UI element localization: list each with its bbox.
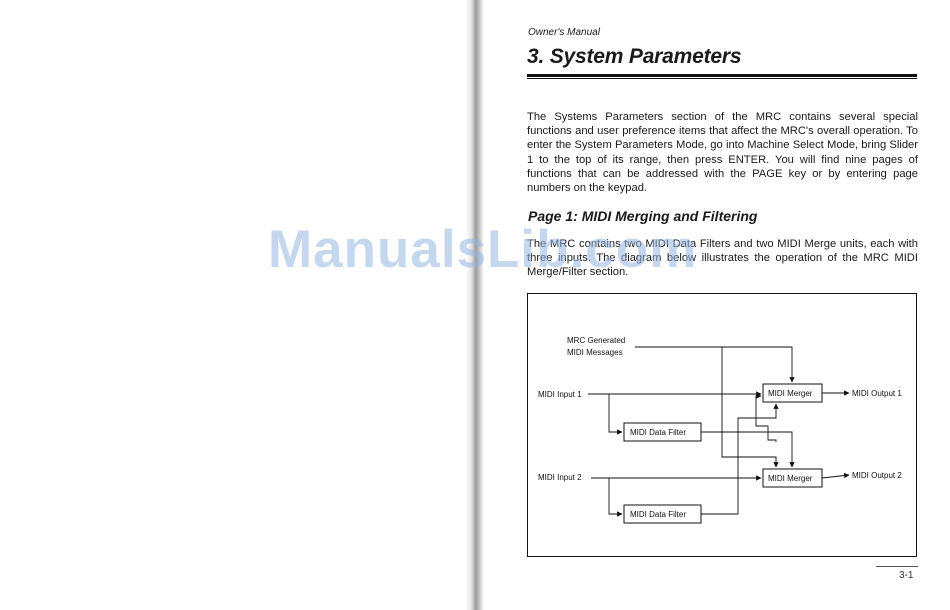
source-label-line1: MRC Generated xyxy=(567,336,625,345)
diagram-canvas: MRC Generated MIDI Messages MIDI Input 1… xyxy=(538,336,902,524)
midi-input-1-label: MIDI Input 1 xyxy=(538,390,582,399)
midi-data-filter-1: MIDI Data Filter xyxy=(623,422,702,442)
midi-data-filter-2-label: MIDI Data Filter xyxy=(630,510,686,519)
page-number: 3-1 xyxy=(899,570,914,581)
midi-merger-2-label: MIDI Merger xyxy=(768,474,813,483)
watermark: ManualsLib.com xyxy=(268,220,698,279)
section-heading: Page 1: MIDI Merging and Filtering xyxy=(528,208,758,224)
midi-data-filter-1-label: MIDI Data Filter xyxy=(630,428,686,437)
book-spine-shadow xyxy=(466,0,484,610)
intro-paragraph: The Systems Parameters section of the MR… xyxy=(527,111,918,195)
midi-merger-1: MIDI Merger xyxy=(762,383,823,403)
chapter-title: 3. System Parameters xyxy=(527,45,742,68)
midi-merger-2: MIDI Merger xyxy=(762,468,823,488)
midi-merger-1-label: MIDI Merger xyxy=(768,389,813,398)
source-label-line2: MIDI Messages xyxy=(567,348,623,357)
midi-output-2-label: MIDI Output 2 xyxy=(852,471,902,480)
midi-merge-filter-diagram: MRC Generated MIDI Messages MIDI Input 1… xyxy=(527,293,917,557)
midi-output-1-label: MIDI Output 1 xyxy=(852,389,902,398)
section-paragraph: The MRC contains two MIDI Data Filters a… xyxy=(527,238,918,279)
title-rule xyxy=(527,74,917,79)
footer-rule xyxy=(876,566,918,567)
running-head: Owner's Manual xyxy=(528,27,600,38)
signal-lines xyxy=(588,346,850,517)
midi-input-2-label: MIDI Input 2 xyxy=(538,473,582,482)
midi-data-filter-2: MIDI Data Filter xyxy=(623,504,702,524)
